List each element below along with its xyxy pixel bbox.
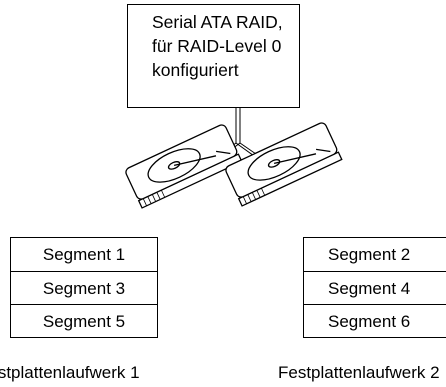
disk-1-caption: Festplattenlaufwerk 1 <box>0 363 140 382</box>
hard-drive-1-icon <box>125 124 243 209</box>
raid-controller-line-1: Serial ATA RAID, <box>152 12 283 32</box>
segment-cell: Segment 6 <box>304 304 446 337</box>
disk-1-segment-table: Segment 1 Segment 3 Segment 5 <box>10 237 158 338</box>
raid-controller-line-3: konfiguriert <box>152 60 239 80</box>
segment-cell: Segment 1 <box>42 245 126 264</box>
disk-2-caption: Festplattenlaufwerk 2 <box>278 363 440 382</box>
disk-2-segment-table: Segment 2 Segment 4 Segment 6 <box>303 237 446 338</box>
hard-drive-2-icon <box>225 122 343 207</box>
segment-cell: Segment 3 <box>11 271 157 304</box>
segment-cell: Segment 4 <box>304 271 446 304</box>
raid-controller-box: Serial ATA RAID, für RAID-Level 0 konfig… <box>127 4 300 108</box>
segment-cell: Segment 2 <box>328 245 411 264</box>
raid-controller-line-2: für RAID-Level 0 <box>152 36 282 56</box>
segment-cell: Segment 5 <box>11 304 157 337</box>
